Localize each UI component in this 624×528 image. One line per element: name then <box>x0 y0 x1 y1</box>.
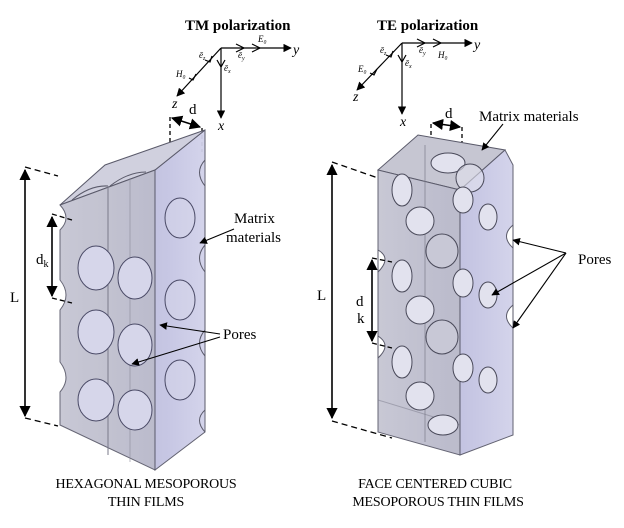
pore <box>427 414 459 436</box>
te-ez-label: ēz <box>380 45 387 57</box>
tm-ey-label: ēy <box>238 50 245 62</box>
tm-h0-label: H₀ <box>175 69 186 79</box>
tm-h0-arrowhead <box>188 73 197 81</box>
pore <box>391 345 413 379</box>
pore <box>425 233 459 269</box>
te-e0-label: E₀ <box>357 64 367 74</box>
tm-y-label: y <box>291 43 300 58</box>
te-ex-label: ēx <box>405 58 412 70</box>
te-h0-arrowhead <box>432 38 443 48</box>
tm-L-dimension: L <box>10 166 59 427</box>
te-z-axis <box>356 42 403 91</box>
te-dk-sub-label: k <box>357 311 365 327</box>
tm-pores-annotation: Pores <box>131 322 256 366</box>
pore <box>430 152 466 174</box>
pore <box>164 279 196 321</box>
te-h0-label: H₀ <box>437 50 448 60</box>
pore <box>405 206 435 236</box>
te-L-dimension: L <box>317 161 393 439</box>
tm-z-axis <box>176 47 222 97</box>
pore <box>391 173 413 207</box>
pore <box>117 323 153 367</box>
tm-ez-label: ēz <box>199 50 206 62</box>
te-y-label: y <box>472 38 481 53</box>
pore <box>452 186 474 214</box>
te-coordinate-axes: y x z H₀ ēy ēx ēz E₀ <box>352 38 481 130</box>
pore <box>425 319 459 355</box>
pore <box>377 335 386 360</box>
pore <box>452 353 474 383</box>
pore <box>164 359 196 401</box>
tm-e0-label: E₀ <box>257 34 267 44</box>
pore <box>478 281 498 309</box>
te-x-label: x <box>399 115 407 130</box>
pore <box>117 256 153 300</box>
pore <box>77 378 115 422</box>
te-z-label: z <box>352 90 359 105</box>
tm-caption-line2: THIN FILMS <box>108 495 184 510</box>
tm-matrix-annotation: Matrix materials <box>199 211 281 246</box>
tm-panel: TM polarization y x z E₀ ēy ēx ēz H₀ d <box>10 18 300 510</box>
te-d-label: d <box>445 106 453 122</box>
tm-matrix-label-line2: materials <box>226 230 281 246</box>
te-title: TE polarization <box>377 18 479 34</box>
te-dk-dimension: d k <box>356 257 393 349</box>
te-ey-label: ēy <box>419 45 426 57</box>
te-caption-line2: MESOPOROUS THIN FILMS <box>352 495 523 510</box>
tm-ez-arrowhead <box>204 55 213 63</box>
te-ey-arrowhead <box>416 38 427 48</box>
tm-ex-label: ēx <box>224 63 231 75</box>
te-ez-arrowhead <box>385 50 394 58</box>
tm-matrix-label-line1: Matrix <box>234 211 275 227</box>
tm-d-label: d <box>189 102 197 118</box>
pore <box>77 309 115 355</box>
tm-dk-dimension: dk <box>36 213 73 304</box>
tm-L-label: L <box>10 290 19 306</box>
fcc-structure <box>376 134 514 456</box>
te-ex-arrowhead <box>397 54 407 64</box>
tm-pores-label: Pores <box>223 327 256 343</box>
te-matrix-annotation: Matrix materials <box>479 109 579 151</box>
tm-z-label: z <box>171 97 178 112</box>
te-panel: TE polarization y x z H₀ ēy ēx ēz E₀ d <box>317 18 611 510</box>
te-L-label: L <box>317 288 326 304</box>
pore <box>405 295 435 325</box>
pore <box>452 268 474 298</box>
tm-caption-line1: HEXAGONAL MESOPOROUS <box>56 477 237 492</box>
pore <box>164 197 196 239</box>
pore <box>391 259 413 293</box>
te-matrix-label: Matrix materials <box>479 109 579 125</box>
tm-ex-arrowhead <box>216 59 226 69</box>
pore <box>377 249 386 274</box>
te-pores-annotation: Pores <box>491 237 611 329</box>
te-caption-line1: FACE CENTERED CUBIC <box>358 477 512 492</box>
pore <box>117 389 153 431</box>
pore <box>478 366 498 394</box>
pore <box>478 203 498 231</box>
pore <box>506 223 514 250</box>
pore <box>405 381 435 411</box>
te-dk-label: d <box>356 294 364 310</box>
hexagonal-structure <box>59 128 206 472</box>
tm-x-label: x <box>217 119 225 134</box>
tm-e0-arrowhead <box>251 43 262 53</box>
tm-ey-arrowhead <box>235 43 246 53</box>
tm-dk-label: dk <box>36 252 49 270</box>
te-e0-arrowhead <box>369 68 378 76</box>
te-pores-label: Pores <box>578 252 611 268</box>
pore <box>77 245 115 291</box>
tm-coordinate-axes: y x z E₀ ēy ēx ēz H₀ <box>171 34 300 134</box>
tm-title: TM polarization <box>185 18 291 34</box>
